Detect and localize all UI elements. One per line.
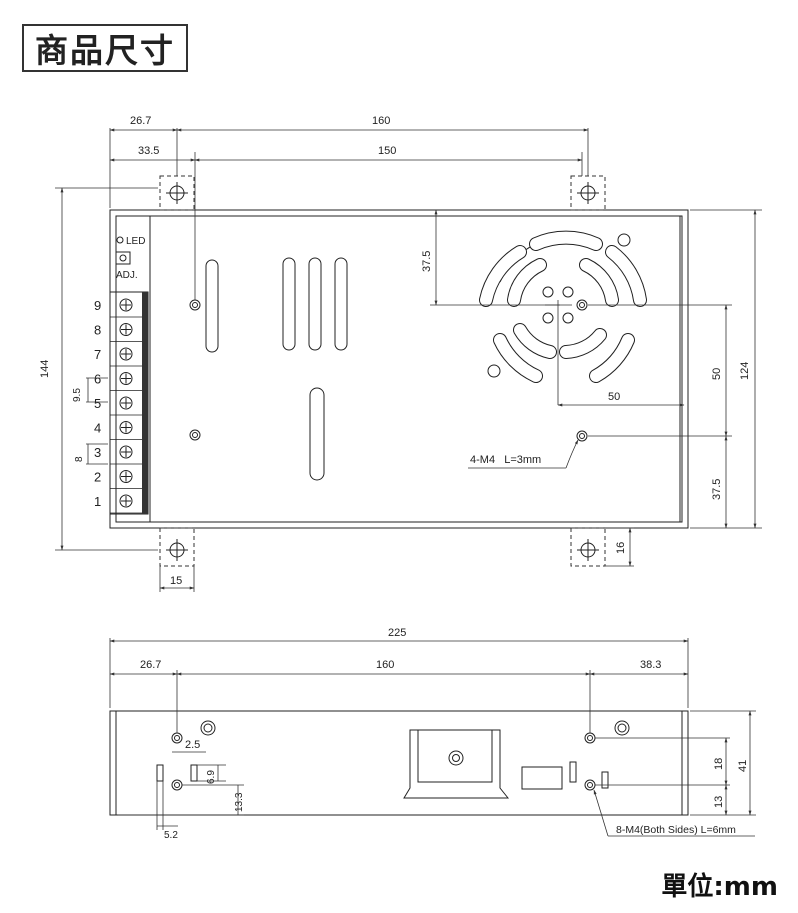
dim-18: 18	[713, 758, 725, 770]
dim-124: 124	[739, 362, 751, 380]
dim-37.5-fan: 37.5	[421, 251, 433, 272]
terminal-number: 2	[94, 470, 101, 485]
dim-150: 150	[378, 145, 396, 157]
led-label: LED	[126, 236, 145, 247]
dim-26.7-side: 26.7	[140, 659, 161, 671]
terminal-number: 6	[94, 372, 101, 387]
terminal-screw	[110, 421, 142, 440]
dim-160: 160	[372, 115, 390, 127]
label-plate	[521, 766, 563, 790]
hole-note-top: 4-M4 L=3mm	[470, 454, 541, 466]
top-view-dimensions: 26.7 160 33.5 150 144 9.5 8	[39, 115, 762, 592]
side-view: 225 26.7 160 38.3 2.5 6.9 13.3 5.2	[109, 627, 756, 841]
terminal-number: 5	[94, 396, 101, 411]
top-view: LED ADJ. 9 8 7 6 5 4 3 2 1	[39, 115, 762, 592]
terminal-number: 3	[94, 445, 101, 460]
dim-50-fan: 50	[608, 391, 620, 403]
psu-side-outline	[109, 710, 689, 816]
dim-13: 13	[713, 796, 725, 808]
ventilation-slots	[205, 257, 348, 481]
dim-38.3: 38.3	[640, 659, 661, 671]
dim-15: 15	[170, 575, 182, 587]
terminal-number: 4	[94, 421, 101, 436]
terminal-screw	[110, 298, 142, 318]
fan-grille	[479, 230, 647, 383]
terminal-screw	[110, 494, 142, 514]
terminal-screw	[110, 372, 142, 391]
mounting-hole	[189, 299, 201, 311]
side-hole	[171, 732, 183, 744]
terminal-screw	[110, 347, 142, 367]
dim-9.5: 9.5	[72, 388, 83, 402]
side-view-dimensions: 225 26.7 160 38.3 2.5 6.9 13.3 5.2	[109, 627, 756, 841]
unit-label: 單位:mm	[661, 872, 778, 902]
page-title: 商品尺寸	[22, 24, 188, 72]
dim-41: 41	[737, 760, 749, 772]
dim-225: 225	[388, 627, 406, 639]
terminal-screw	[110, 323, 142, 342]
dim-50-right: 50	[711, 368, 723, 380]
terminal-screw	[110, 445, 142, 465]
fan-bracket	[403, 729, 510, 799]
side-hole	[584, 779, 596, 791]
adj-label: ADJ.	[116, 270, 138, 281]
terminal-number: 7	[94, 347, 101, 362]
dim-2.5: 2.5	[185, 739, 200, 751]
led-indicator	[116, 236, 124, 244]
terminal-screw	[110, 396, 142, 416]
mounting-hole	[576, 299, 588, 311]
side-hole	[584, 732, 596, 744]
terminal-block: 9 8 7 6 5 4 3 2 1	[94, 291, 149, 515]
hole-note-side: 8-M4(Both Sides) L=6mm	[616, 824, 736, 836]
mounting-hole	[576, 430, 588, 442]
dim-33.5: 33.5	[138, 145, 159, 157]
dim-6.9: 6.9	[206, 770, 217, 784]
adj-potentiometer	[115, 251, 131, 265]
mounting-hole	[189, 429, 201, 441]
terminal-number: 1	[94, 494, 101, 509]
dim-16: 16	[615, 542, 627, 554]
side-hole	[171, 779, 183, 791]
mounting-tabs	[159, 175, 606, 567]
dim-5.2: 5.2	[164, 830, 178, 841]
dim-160-side: 160	[376, 659, 394, 671]
terminal-number: 8	[94, 323, 101, 338]
dim-13.3: 13.3	[234, 792, 245, 812]
dim-8: 8	[74, 456, 85, 462]
terminal-screw	[110, 470, 142, 489]
terminal-number: 9	[94, 298, 101, 313]
dim-144: 144	[39, 360, 51, 378]
dim-26.7: 26.7	[130, 115, 151, 127]
dim-37.5-right: 37.5	[711, 479, 723, 500]
